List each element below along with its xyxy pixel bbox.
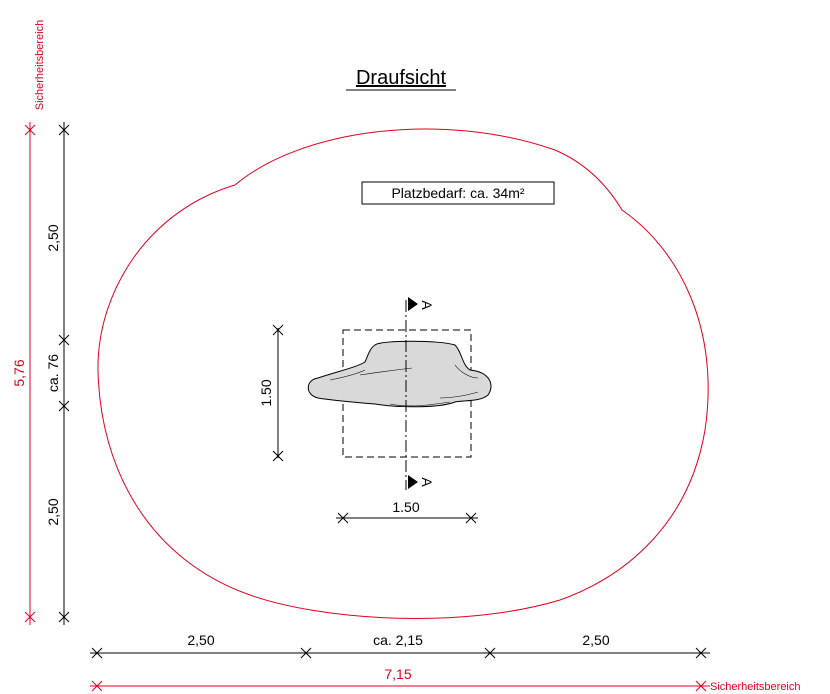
- section-marker-label-bottom: A: [419, 477, 435, 487]
- left-total-dimension: [24, 122, 36, 625]
- bottom-mid-dimension-label: ca. 2,15: [373, 632, 423, 648]
- boulder-detail-line: [359, 367, 413, 376]
- section-marker-label-top: A: [419, 300, 435, 310]
- object-width-label: 1.50: [392, 499, 419, 515]
- area-label: Platzbedarf: ca. 34m²: [391, 185, 524, 201]
- boulder-detail-line: [439, 391, 479, 399]
- bottom-right-dimension-label: 2,50: [582, 632, 609, 648]
- left-mid-dimension-label: ca. 76: [45, 354, 61, 392]
- safety-zone-label-vertical: Sicherheitsbereich: [34, 20, 46, 111]
- boulder-detail-line: [329, 369, 366, 381]
- bottom-total-dimension: [90, 680, 710, 692]
- left-dimension-chain: [58, 122, 70, 625]
- bottom-left-dimension-label: 2,50: [187, 632, 214, 648]
- section-marker-arrow-bottom: [408, 475, 418, 489]
- boulder-detail-line: [454, 364, 479, 379]
- bottom-total-dimension-label: 7,15: [384, 666, 411, 682]
- left-total-dimension-label: 5,76: [11, 359, 27, 386]
- safety-zone-label-horizontal: Sicherheitsbereich: [710, 681, 801, 693]
- page-title: Draufsicht: [356, 67, 446, 89]
- boulder-object: [307, 340, 492, 408]
- left-bottom-dimension-label: 2,50: [45, 498, 61, 525]
- object-width-dimension: [336, 512, 478, 524]
- section-marker-arrow-top: [408, 297, 418, 311]
- safety-area-outline: [97, 128, 709, 619]
- object-height-label: 1.50: [258, 379, 274, 406]
- bottom-dimension-chain: [90, 647, 710, 659]
- area-label-box: [361, 181, 555, 205]
- object-height-dimension: [272, 324, 284, 462]
- left-top-dimension-label: 2,50: [45, 224, 61, 251]
- boulder-detail-line: [389, 401, 451, 407]
